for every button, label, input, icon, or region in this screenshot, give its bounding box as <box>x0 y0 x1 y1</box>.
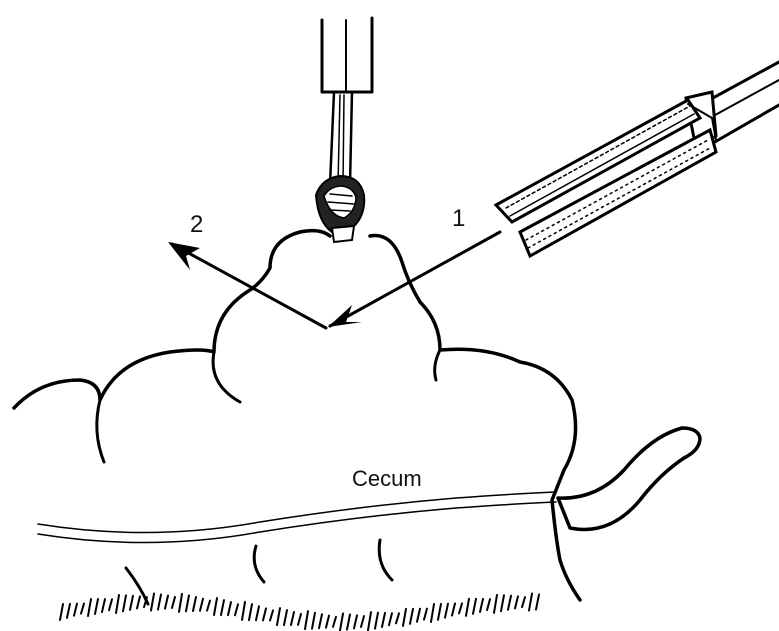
stapler-instrument <box>496 62 779 256</box>
grasper-instrument <box>316 18 372 242</box>
arrow-1-label: 1 <box>452 205 465 232</box>
appendix <box>558 428 700 529</box>
arrow-2-label: 2 <box>190 211 203 238</box>
cecum-outline <box>14 231 580 604</box>
cecum-label: Cecum <box>352 466 422 491</box>
arrow-2: 2 <box>168 211 326 328</box>
mesentery-fringe <box>60 594 539 631</box>
